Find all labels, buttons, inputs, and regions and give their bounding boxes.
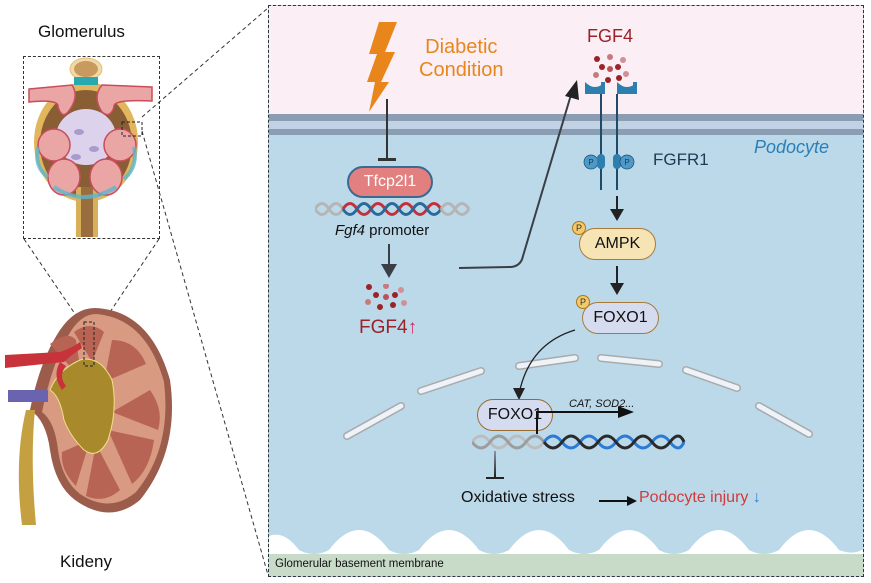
glomerulus-illustration xyxy=(28,57,153,237)
nuclear-translocation-arrow xyxy=(513,329,576,400)
membrane-layer xyxy=(269,129,863,135)
expression-arrow-line xyxy=(388,244,390,266)
ampk-label: AMPK xyxy=(594,235,641,252)
promoter-text: promoter xyxy=(365,222,430,239)
diabetic-condition-label: Diabetic Condition xyxy=(419,36,504,82)
oxidative-stress-label: Oxidative stress xyxy=(461,489,575,506)
glomerulus-zoom-box xyxy=(23,56,160,239)
tfcp2l1-label: Tfcp2l1 xyxy=(363,173,417,190)
fgf4-label-intracellular: FGF4 xyxy=(359,317,408,338)
arrowhead-icon xyxy=(610,283,624,295)
glomerular-basement-membrane: Glomerular basement membrane xyxy=(269,554,863,576)
podocyte-panel: Diabetic Condition Tfcp2l1 Fgf4 promoter… xyxy=(268,5,864,577)
fgf4-promoter-dna xyxy=(315,202,471,216)
foxo1-cytoplasmic: FOXO1 xyxy=(582,302,659,334)
arrowhead-icon xyxy=(381,264,397,278)
fgf4-promoter-label: Fgf4 promoter xyxy=(335,222,429,239)
transcription-arrow xyxy=(536,406,634,434)
fgfr1-receptor: P P xyxy=(583,82,637,190)
ampk-protein: AMPK xyxy=(579,228,656,260)
podocyte-label: Podocyte xyxy=(754,137,830,157)
svg-text:P: P xyxy=(624,158,629,167)
inhibition-line xyxy=(386,99,388,159)
foot-processes xyxy=(269,526,863,556)
phospho-badge: P xyxy=(576,295,590,309)
foxo1-label: FOXO1 xyxy=(593,309,648,326)
arrow-to-ampk xyxy=(616,196,618,210)
fgfr1-label: FGFR1 xyxy=(653,150,709,169)
phospho-badge: P xyxy=(572,221,586,235)
diabetic-label-line1: Diabetic xyxy=(425,36,498,58)
svg-text:P: P xyxy=(588,158,593,167)
glomerulus-label: Glomerulus xyxy=(38,22,125,41)
secretion-arrow xyxy=(459,80,579,269)
fgf4-label-extracellular: FGF4 xyxy=(587,26,634,46)
kidney-label: Kideny xyxy=(60,552,112,571)
membrane-inner xyxy=(269,121,863,129)
kidney-illustration xyxy=(5,308,172,525)
cell-membrane xyxy=(269,114,863,121)
inhibition-line xyxy=(494,451,496,477)
down-arrow-icon: ↓ xyxy=(748,489,761,506)
gbm-label: Glomerular basement membrane xyxy=(275,558,444,570)
fgf4-particles-extracellular xyxy=(593,54,629,83)
fgf4-particles-intracellular xyxy=(365,284,407,310)
injury-text: Podocyte injury xyxy=(639,489,749,506)
nuclear-envelope xyxy=(343,354,813,440)
fgf4-upregulated-label: FGF4↑ xyxy=(359,317,417,339)
foxo1-nuclear: FOXO1 xyxy=(477,399,553,431)
up-arrow-icon: ↑ xyxy=(407,317,418,338)
inhibition-bar xyxy=(378,158,396,161)
lightning-icon xyxy=(367,22,397,112)
tfcp2l1-protein: Tfcp2l1 xyxy=(347,166,433,198)
arrowhead-icon xyxy=(610,209,624,221)
diabetic-label-line2: Condition xyxy=(419,59,504,81)
foxo1-label: FOXO1 xyxy=(487,406,543,423)
arrow-to-injury xyxy=(599,496,637,506)
target-gene-dna xyxy=(472,434,686,450)
fgf4-gene-name: Fgf4 xyxy=(335,222,366,239)
arrow-to-foxo1 xyxy=(616,266,618,284)
inhibition-bar xyxy=(486,477,504,479)
podocyte-injury-label: Podocyte injury ↓ xyxy=(639,489,761,507)
